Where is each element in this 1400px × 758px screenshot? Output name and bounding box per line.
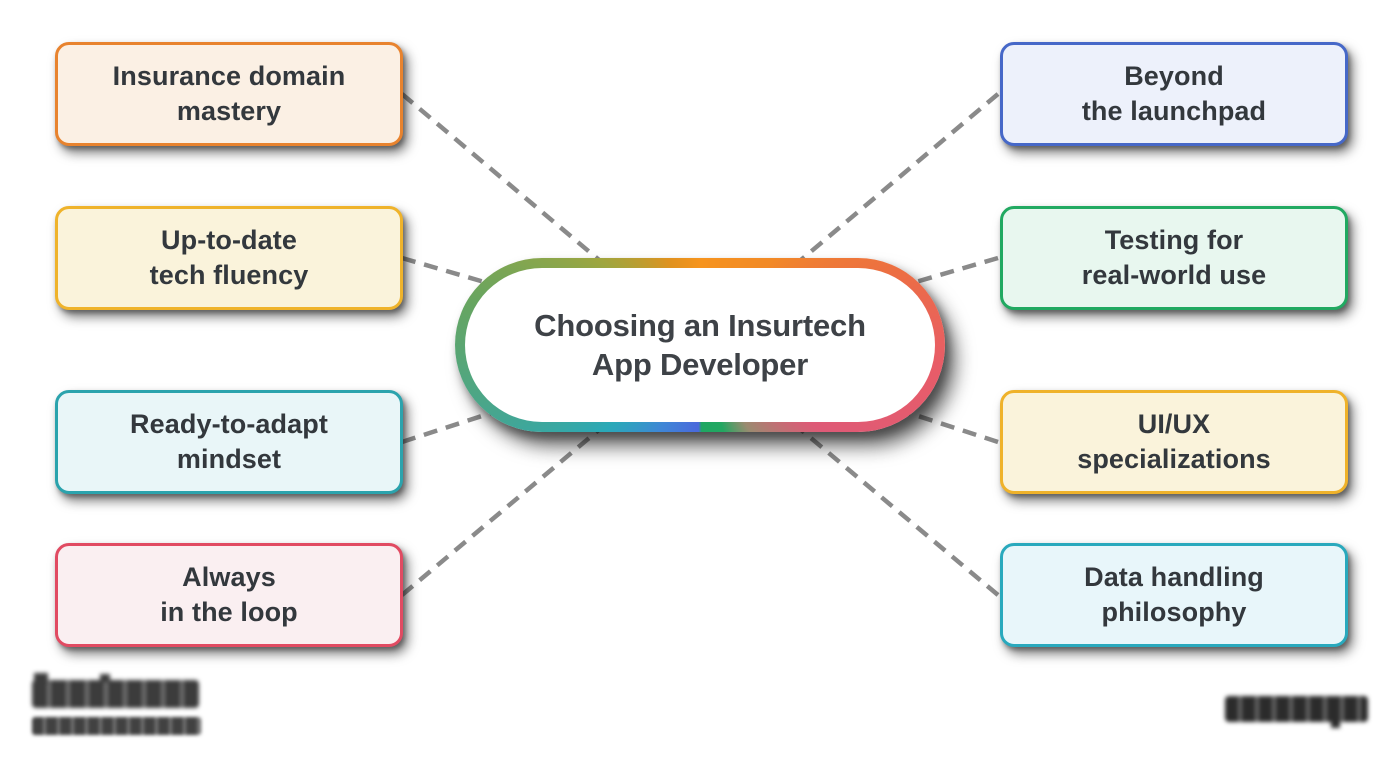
node-always-in-the-loop: Always in the loop	[55, 543, 403, 647]
brand-wordmark	[32, 673, 199, 708]
node-label-line2: the launchpad	[1081, 96, 1267, 126]
node-data-handling-philosophy: Data handling philosophy	[1000, 543, 1348, 647]
node-label-line2: specializations	[1077, 444, 1271, 474]
node-label-line2: mindset	[176, 444, 282, 474]
node-label-line2: philosophy	[1101, 597, 1247, 627]
node-label-line1: Testing for	[1104, 225, 1244, 255]
node-label-line1: Beyond	[1124, 61, 1224, 91]
node-label-line1: UI/UX	[1137, 409, 1211, 439]
node-testing-for-real-world-use: Testing for real-world use	[1000, 206, 1348, 310]
node-label-line2: real-world use	[1081, 260, 1267, 290]
center-node-body: Choosing an Insurtech App Developer	[465, 268, 935, 422]
node-label-line2: tech fluency	[149, 260, 309, 290]
node-ready-to-adapt-mindset: Ready-to-adapt mindset	[55, 390, 403, 494]
node-label-line1: Insurance domain	[112, 61, 346, 91]
node-up-to-date-tech-fluency: Up-to-date tech fluency	[55, 206, 403, 310]
node-label-line1: Ready-to-adapt	[130, 409, 328, 439]
node-label-line1: Data handling	[1084, 562, 1264, 592]
center-node: Choosing an Insurtech App Developer	[455, 258, 945, 432]
node-ui-ux-specializations: UI/UX specializations	[1000, 390, 1348, 494]
node-label-line2: mastery	[176, 96, 282, 126]
node-insurance-domain-mastery: Insurance domain mastery	[55, 42, 403, 146]
brand-tagline	[32, 717, 201, 735]
node-label-line1: Always	[182, 562, 276, 592]
center-title-line1: Choosing an Insurtech	[534, 308, 866, 343]
node-label-line2: in the loop	[160, 597, 298, 627]
node-beyond-the-launchpad: Beyond the launchpad	[1000, 42, 1348, 146]
watermark	[1225, 696, 1368, 722]
node-label-line1: Up-to-date	[161, 225, 297, 255]
brand-logo	[32, 673, 201, 735]
center-title-line2: App Developer	[591, 347, 809, 382]
